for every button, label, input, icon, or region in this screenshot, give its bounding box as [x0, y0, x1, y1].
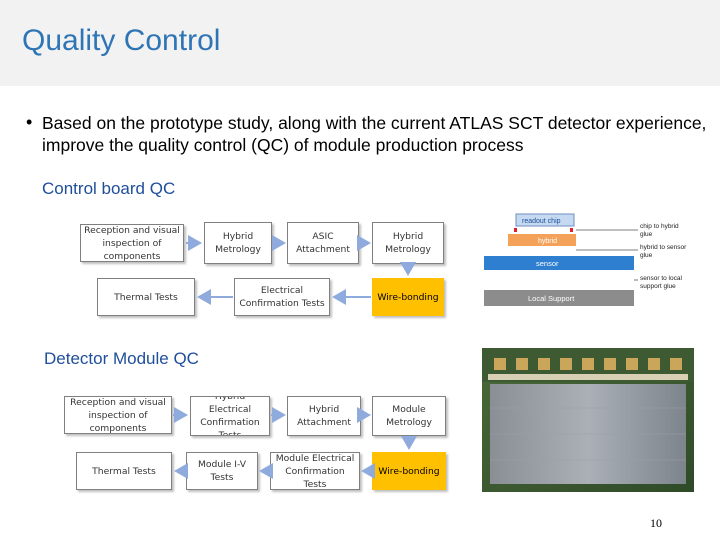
slide-title: Quality Control: [22, 24, 221, 57]
sensor-layer: [484, 256, 634, 270]
bullet-text: Based on the prototype study, along with…: [42, 113, 707, 155]
dm-hybrid-electrical-box: Hybrid Electrical Confirmation Tests: [190, 396, 270, 436]
cb-thermal-tests-box: Thermal Tests: [97, 278, 195, 316]
hybrid-layer: [508, 234, 576, 246]
cb-asic-attachment-box: ASIC Attachment: [287, 222, 359, 264]
detector-module-heading: Detector Module QC: [44, 349, 199, 368]
cb-electrical-confirmation-box: Electrical Confirmation Tests: [234, 278, 330, 316]
dm-module-iv-box: Module I-V Tests: [186, 452, 258, 490]
local-support-label: Local Support: [528, 294, 575, 303]
hybrid-label: hybrid: [538, 238, 557, 245]
cb-wire-bonding-box: Wire-bonding: [372, 278, 444, 316]
control-board-heading: Control board QC: [42, 179, 176, 198]
dm-reception-box: Reception and visual inspection of compo…: [64, 396, 172, 434]
dm-module-electrical-box: Module Electrical Confirmation Tests: [270, 452, 360, 490]
cb-reception-box: Reception and visual inspection of compo…: [80, 224, 184, 262]
sensor-to-support-label-1: sensor to local: [640, 275, 682, 282]
sensor-to-support-label-2: support glue: [640, 283, 676, 290]
cb-hybrid-metrology-box: Hybrid Metrology: [204, 222, 272, 264]
dm-hybrid-attachment-box: Hybrid Attachment: [287, 396, 361, 436]
hybrid-to-sensor-label-1: hybrid to sensor: [640, 244, 687, 251]
readout-chip-layer: [515, 213, 575, 227]
page-number: 10: [650, 516, 662, 530]
hybrid-to-sensor-label-2: glue: [640, 252, 653, 259]
module-stack-diagram: readout chip hybrid sensor Local Support…: [478, 208, 700, 314]
sensor-label: sensor: [536, 259, 559, 268]
chip-to-hybrid-label-1: chip to hybrid: [640, 223, 679, 230]
cb-hybrid-metrology-2-box: Hybrid Metrology: [372, 222, 444, 264]
local-support-layer: [484, 290, 634, 306]
dm-thermal-tests-box: Thermal Tests: [76, 452, 172, 490]
readout-chip-label: readout chip: [522, 218, 561, 225]
dm-wire-bonding-box: Wire-bonding: [372, 452, 446, 490]
dm-module-metrology-box: Module Metrology: [372, 396, 446, 436]
bullet-marker: •: [26, 112, 33, 132]
chip-to-hybrid-label-2: glue: [640, 231, 653, 238]
title-band: [0, 0, 720, 86]
module-photo: [482, 348, 694, 492]
